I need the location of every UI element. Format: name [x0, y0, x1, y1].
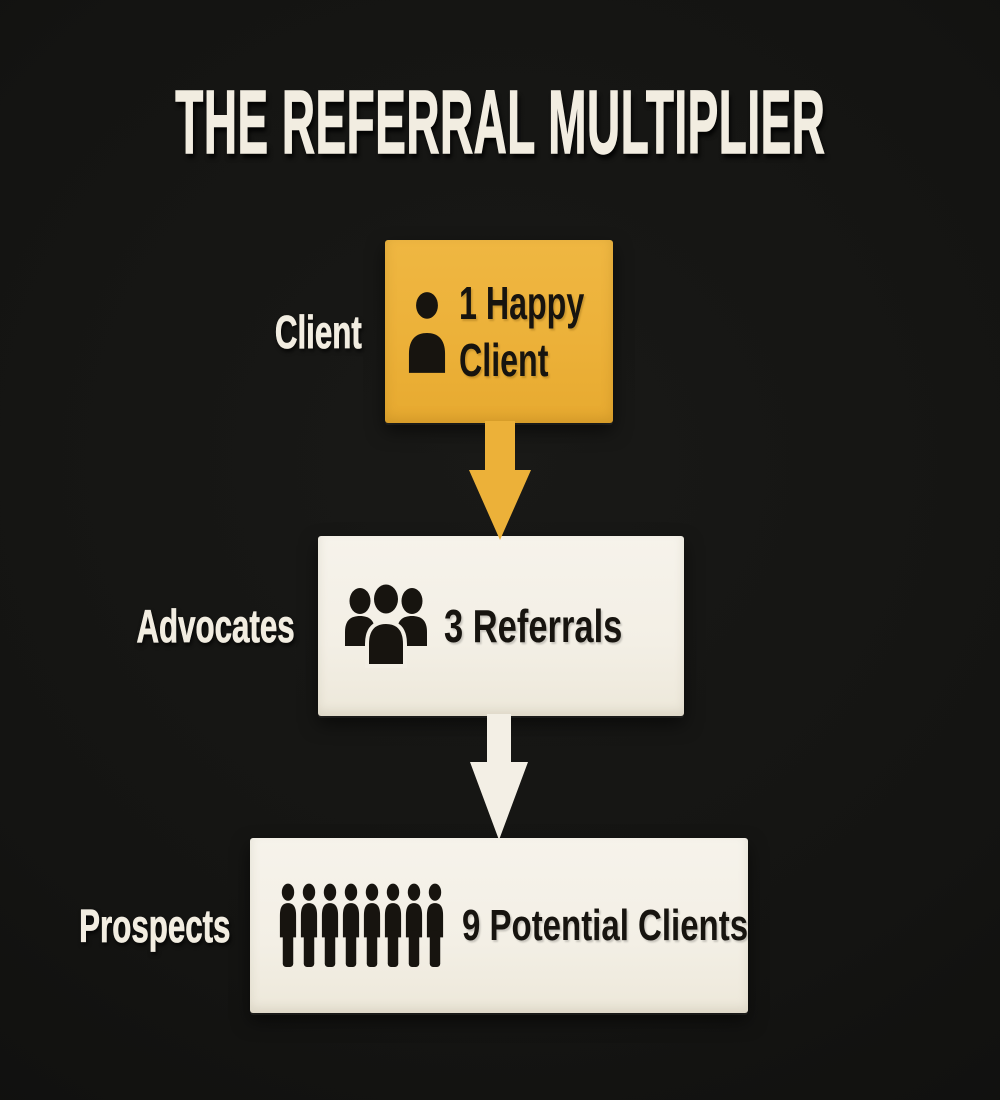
title-row: THE REFERRAL MULTIPLIER	[0, 73, 1000, 173]
client-card: 1 Happy Client	[385, 240, 613, 423]
stage-label-advocates-text: Advocates	[136, 600, 296, 653]
person-figure-icon	[384, 883, 402, 967]
person-icon	[408, 291, 446, 373]
people-row-icon	[278, 882, 445, 970]
advocates-card-text: 3 Referrals	[444, 600, 623, 652]
advocates-card: 3 Referrals	[318, 536, 684, 716]
stage-label-client-text: Client	[275, 305, 362, 358]
person-figure-icon	[342, 883, 360, 967]
person-figure-icon	[426, 883, 444, 967]
arrow-down-white-icon	[470, 714, 528, 840]
person-figure-icon	[300, 883, 318, 967]
person-figure-icon	[321, 883, 339, 967]
people-group-icon	[345, 584, 427, 668]
arrow-down-yellow-icon	[469, 421, 531, 540]
stage-label-client: Client	[62, 240, 362, 423]
stage-label-advocates: Advocates	[0, 536, 296, 716]
client-card-text-line1: 1 Happy	[459, 276, 585, 329]
prospects-card-text: 9 Potential Clients	[462, 900, 749, 950]
person-figure-icon	[405, 883, 423, 967]
stage-label-prospects-text: Prospects	[78, 899, 230, 952]
prospects-card: 9 Potential Clients	[250, 838, 748, 1013]
person-figure-icon	[363, 883, 381, 967]
client-card-text: 1 Happy Client	[459, 275, 638, 389]
stage-label-prospects: Prospects	[0, 838, 230, 1013]
person-figure-icon	[279, 883, 297, 967]
client-card-text-line2: Client	[459, 333, 549, 386]
page-title: THE REFERRAL MULTIPLIER	[174, 73, 826, 173]
